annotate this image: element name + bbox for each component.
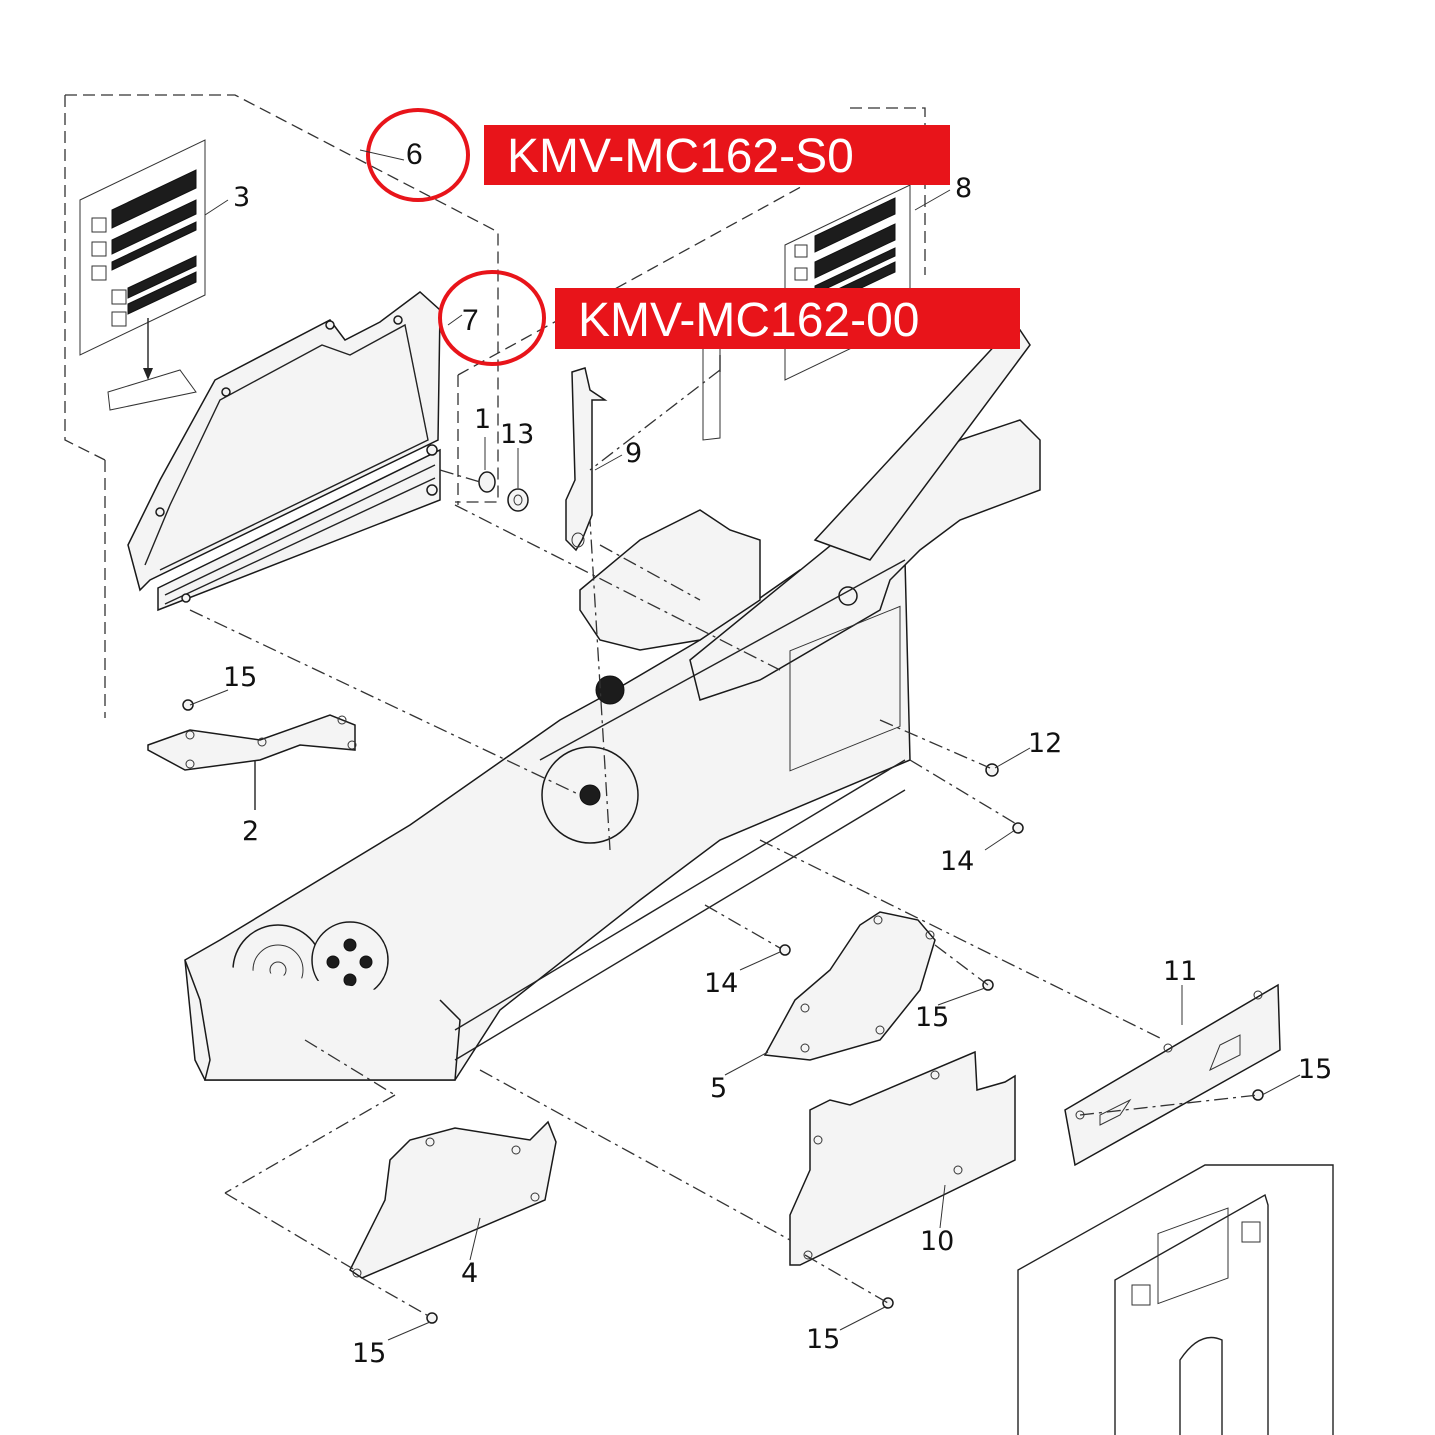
plate-2 (147, 714, 357, 810)
bushing-13 (507, 488, 529, 512)
part-label-15-c: 15 (1298, 1054, 1332, 1085)
group-outline-7 (457, 107, 926, 505)
feeder-main-body (184, 329, 1041, 1081)
part-label-14-b: 14 (704, 968, 738, 999)
part-label-2: 2 (242, 816, 259, 847)
part-label-14-a: 14 (940, 846, 974, 877)
part-label-15-e: 15 (806, 1324, 840, 1355)
part-label-3: 3 (233, 182, 250, 213)
callout-7: 7 KMV-MC162-00 (438, 270, 1020, 366)
part-code-6: KMV-MC162-S0 (507, 130, 854, 183)
callout-6: 6 KMV-MC162-S0 (359, 108, 950, 202)
cover-11 (1064, 983, 1281, 1167)
o-ring-1 (478, 471, 496, 493)
cover-5 (763, 911, 936, 1061)
part-code-7: KMV-MC162-00 (578, 294, 919, 347)
part-label-1: 1 (474, 404, 491, 435)
callout-number-6: 6 (406, 138, 423, 171)
group-outline-6 (64, 94, 499, 718)
part-label-9: 9 (625, 438, 642, 469)
part-label-13: 13 (500, 419, 534, 450)
lever-9 (565, 367, 608, 552)
part-label-5: 5 (710, 1073, 727, 1104)
part-label-15-a: 15 (223, 662, 257, 693)
callout-number-7: 7 (462, 304, 479, 337)
reference-panel (1017, 1164, 1334, 1435)
leader-lines (189, 189, 1301, 1341)
part-code-banner-7 (555, 288, 1020, 349)
part-label-10: 10 (920, 1226, 954, 1257)
side-frame-6 (127, 291, 441, 612)
assembly-lines (189, 369, 1259, 1319)
part-number-labels: 3 8 1 13 9 15 2 12 14 14 15 5 11 15 10 4… (223, 173, 1332, 1369)
part-label-11: 11 (1163, 956, 1197, 987)
highlight-circle-7 (438, 270, 546, 366)
part-label-15-b: 15 (915, 1002, 949, 1033)
cover-10 (789, 1050, 1016, 1266)
screws (182, 699, 1264, 1324)
label-sheet-3 (79, 139, 206, 411)
part-code-banner-6 (484, 125, 950, 185)
part-label-15-d: 15 (352, 1338, 386, 1369)
highlight-circle-6 (366, 108, 470, 202)
label-sheet-8 (702, 184, 911, 441)
cover-4 (349, 1120, 557, 1279)
part-label-12: 12 (1028, 728, 1062, 759)
part-label-8: 8 (955, 173, 972, 204)
part-label-4: 4 (461, 1258, 478, 1289)
